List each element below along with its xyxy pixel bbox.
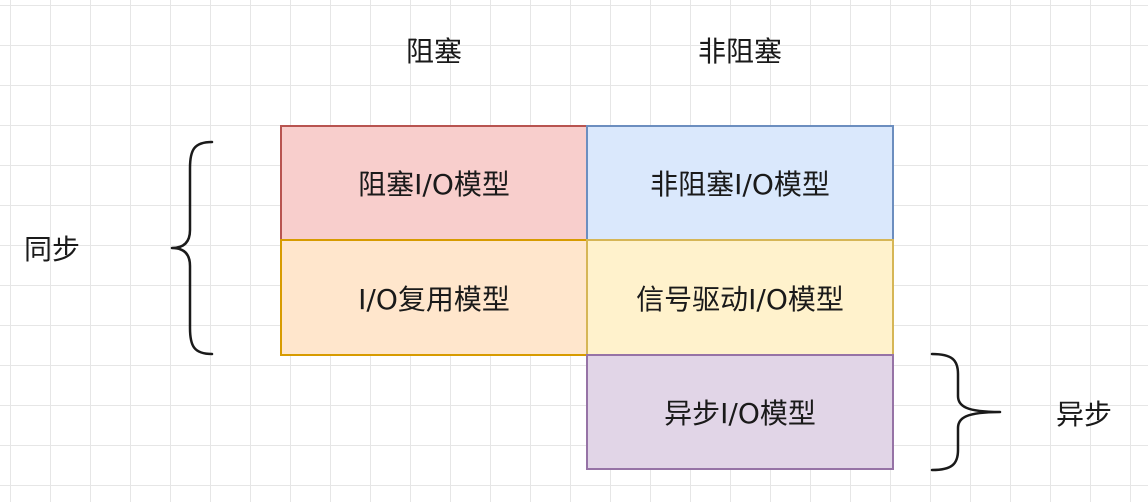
cell-blocking-io: 阻塞I/O模型: [280, 125, 588, 241]
cell-io-multiplexing: I/O复用模型: [280, 239, 588, 356]
cell-io-multiplexing-label: I/O复用模型: [358, 282, 510, 316]
cell-non-blocking-io-label: 非阻塞I/O模型: [650, 168, 830, 201]
cell-signal-driven-io-label: 信号驱动I/O模型: [636, 282, 844, 316]
cell-signal-driven-io: 信号驱动I/O模型: [586, 239, 894, 356]
group-label-sync: 同步: [24, 233, 81, 266]
sync-brace: [170, 140, 214, 356]
group-label-async: 异步: [1056, 398, 1113, 431]
cell-async-io-label: 异步I/O模型: [664, 397, 816, 430]
column-header-blocking: 阻塞: [405, 35, 462, 68]
cell-blocking-io-label: 阻塞I/O模型: [358, 168, 510, 201]
async-brace: [930, 352, 1002, 472]
column-header-non-blocking: 非阻塞: [697, 35, 782, 68]
cell-non-blocking-io: 非阻塞I/O模型: [586, 125, 894, 241]
cell-async-io: 异步I/O模型: [586, 354, 894, 470]
